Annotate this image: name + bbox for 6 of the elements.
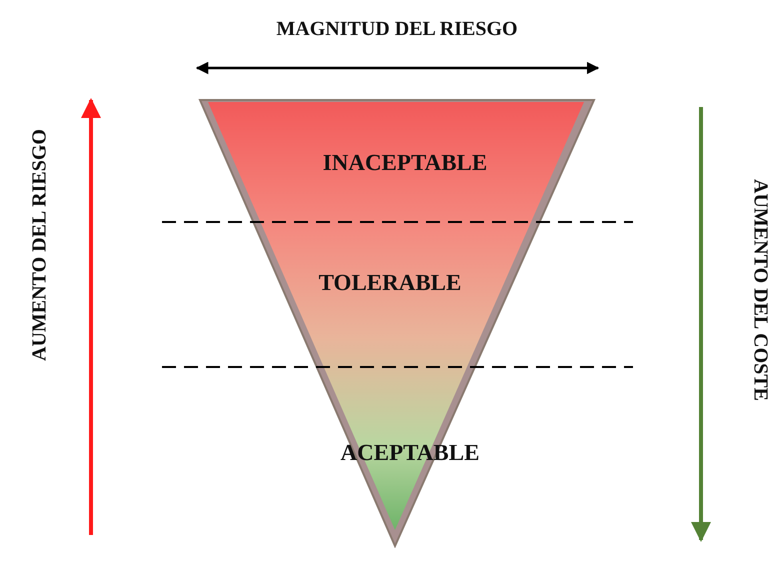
zone-label: TOLERABLE	[318, 270, 462, 296]
axis-title: AUMENTO DEL RIESGO	[28, 129, 52, 361]
zone-label: ACEPTABLE	[340, 440, 480, 466]
axis-title: AUMENTO DEL COSTE	[748, 179, 772, 401]
zone-label: INACEPTABLE	[322, 150, 488, 176]
axis-title: MAGNITUD DEL RIESGO	[276, 18, 518, 41]
